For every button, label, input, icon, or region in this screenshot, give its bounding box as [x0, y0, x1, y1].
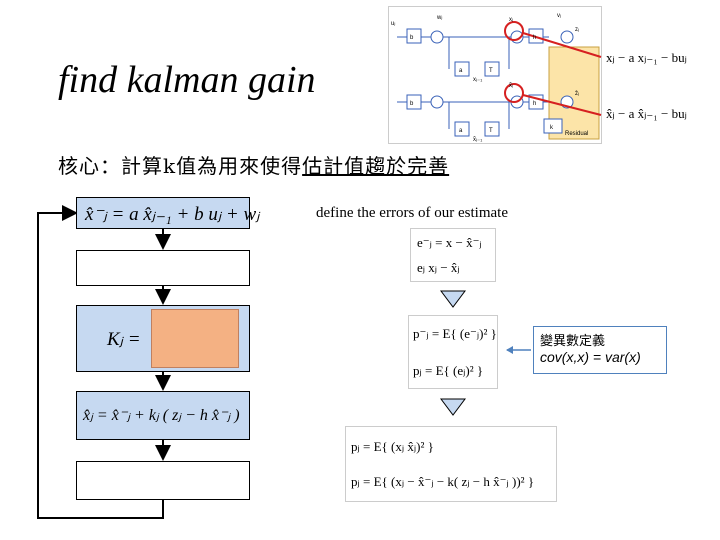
step-box-empty [76, 461, 250, 500]
red-arrow [522, 32, 602, 58]
expansion-line-2: pⱼ = E{ (xⱼ − x̂⁻ⱼ − k( zⱼ − h x̂⁻ⱼ ))² … [351, 474, 535, 489]
update-state-equation: x̂ⱼ = x̂⁻ⱼ + kⱼ ( zⱼ − h x̂⁻ⱼ ) [83, 407, 240, 424]
sum-node [560, 30, 574, 44]
kalman-gain-box: Kⱼ = [76, 305, 250, 372]
label: zⱼ [575, 27, 579, 33]
block-T-top [484, 61, 500, 77]
down-triangle-icon [440, 290, 466, 308]
label: T [489, 68, 493, 74]
label: b [410, 101, 414, 107]
highlight-circle [504, 83, 524, 103]
kalman-gain-label: Kⱼ = [107, 329, 141, 350]
red-arrow [522, 94, 602, 116]
label: vⱼ [557, 13, 561, 19]
sum-node [430, 95, 444, 109]
subtitle-underlined: 估計值趨於完善 [302, 154, 450, 178]
label: h [533, 35, 536, 41]
block-k [543, 118, 563, 134]
predict-state-equation: x̂⁻ⱼ = a x̂ⱼ₋₁ + b uⱼ + wⱼ [85, 204, 260, 225]
expansion-box: pⱼ = E{ (xⱼ x̂ⱼ)² } pⱼ = E{ (xⱼ − x̂⁻ⱼ −… [345, 426, 557, 502]
variance-note-title: 變異數定義 [540, 334, 606, 349]
kalman-gain-placeholder [151, 309, 239, 368]
update-state-box: x̂ⱼ = x̂⁻ⱼ + kⱼ ( zⱼ − h x̂⁻ⱼ ) [76, 391, 250, 440]
block-diagram-svg: b a T b a T h k h uⱼ wⱼ vⱼ xⱼ zⱼ x̂ⱼ ẑⱼ … [391, 13, 602, 143]
block-T-bottom [484, 121, 500, 137]
block-a-bottom [454, 121, 470, 137]
errors-box: e⁻ⱼ = x − x̂⁻ⱼ eⱼ xⱼ − x̂ⱼ [410, 228, 496, 282]
subtitle-prefix: 核心：計算k值為用來使得 [58, 154, 303, 178]
label: wⱼ [436, 15, 442, 21]
page-title: find kalman gain [58, 59, 316, 101]
residual-label: Residual [565, 131, 588, 137]
predict-state-box: x̂⁻ⱼ = a x̂ⱼ₋₁ + b uⱼ + wⱼ [76, 197, 259, 229]
label: uⱼ [391, 21, 395, 27]
label: h [533, 101, 536, 107]
highlight-circle [504, 21, 524, 41]
expansion-line-1: pⱼ = E{ (xⱼ x̂ⱼ)² } [351, 439, 434, 454]
label: xⱼ [509, 17, 513, 23]
variance-note-formula: cov(x,x) = var(x) [540, 349, 641, 365]
errors-heading: define the errors of our estimate [316, 205, 509, 221]
variance-note: 變異數定義 cov(x,x) = var(x) [533, 326, 667, 374]
covariance-post-eq: pⱼ = E{ (eⱼ)² } [413, 363, 484, 378]
label: k [550, 125, 554, 131]
block-b-bottom [406, 94, 422, 110]
error-post-eq: eⱼ xⱼ − x̂ⱼ [417, 260, 460, 275]
label: a [459, 128, 463, 134]
covariance-box: p⁻ⱼ = E{ (e⁻ⱼ)² } pⱼ = E{ (eⱼ)² } [408, 315, 498, 389]
residual-region [548, 46, 600, 140]
label: ẑⱼ [575, 91, 579, 97]
label: T [489, 128, 493, 134]
step-box-empty [76, 250, 250, 286]
down-triangle-icon [440, 398, 466, 416]
subtitle: 核心：計算k值為用來使得估計值趨於完善 [58, 150, 449, 179]
diagram-eq-top: xⱼ − a xⱼ₋₁ − buⱼ [606, 50, 687, 65]
label: b [410, 35, 414, 41]
note-arrow-icon [506, 346, 531, 354]
block-a-top [454, 61, 470, 77]
block-b-top [406, 28, 422, 44]
error-prior-eq: e⁻ⱼ = x − x̂⁻ⱼ [417, 235, 482, 250]
covariance-prior-eq: p⁻ⱼ = E{ (e⁻ⱼ)² } [413, 326, 497, 341]
block-diagram: b a T b a T h k h uⱼ wⱼ vⱼ xⱼ zⱼ x̂ⱼ ẑⱼ … [388, 6, 602, 144]
label: x̂ⱼ₋₁ [473, 137, 482, 143]
label: x̂ⱼ [509, 83, 513, 89]
label: a [459, 68, 463, 74]
sum-node [430, 30, 444, 44]
label: xⱼ₋₁ [473, 77, 482, 83]
diagram-eq-bottom: x̂ⱼ − a x̂ⱼ₋₁ − buⱼ [606, 106, 687, 121]
